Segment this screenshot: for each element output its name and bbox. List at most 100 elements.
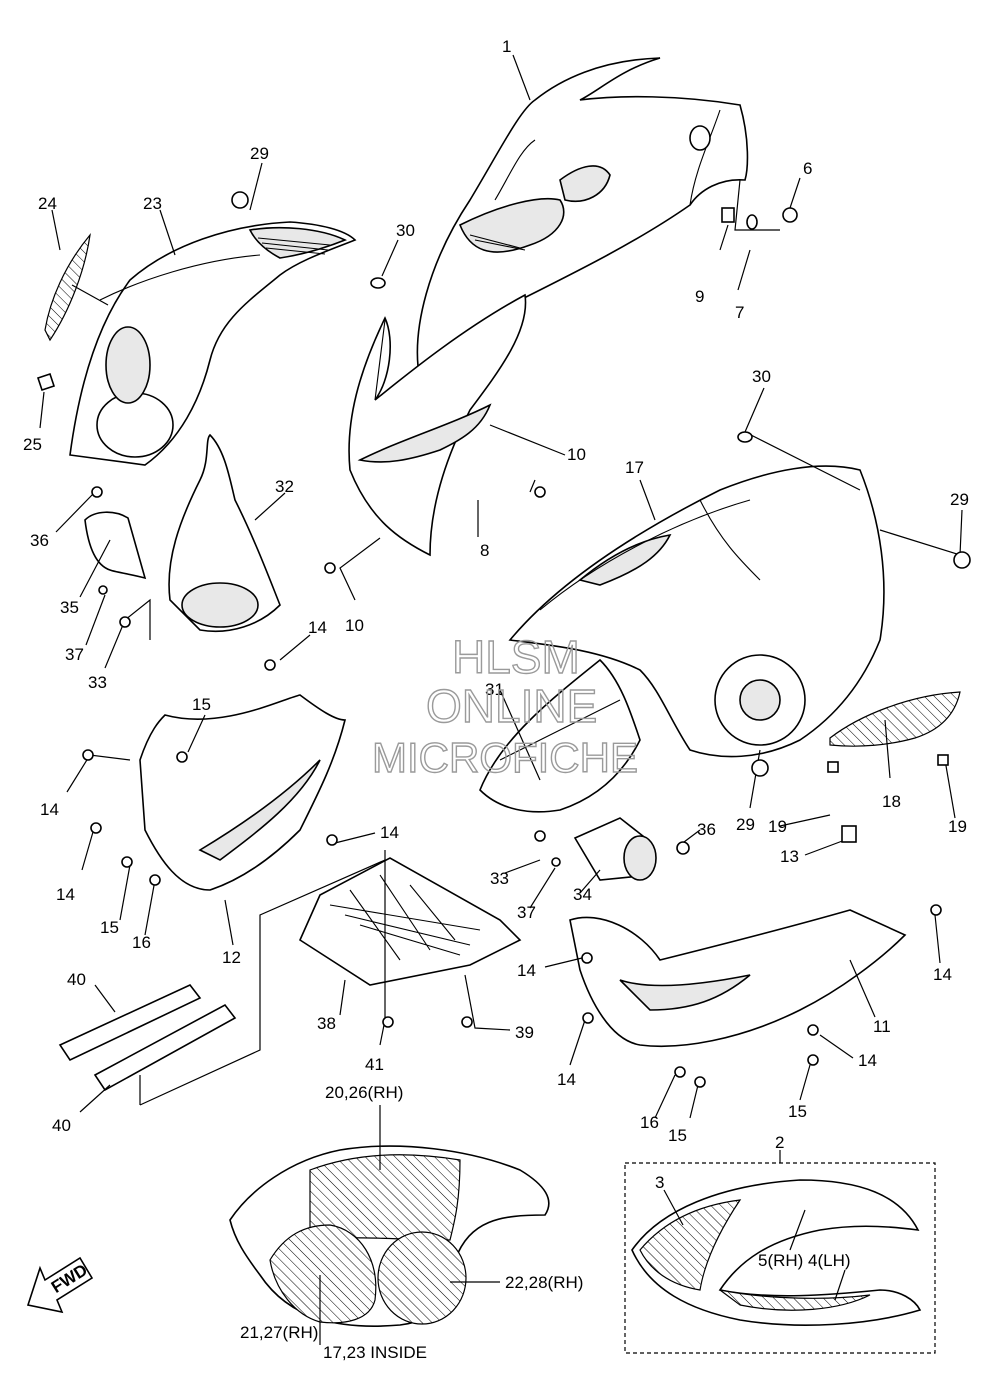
duct-34 bbox=[573, 817, 657, 881]
label-1: 1 bbox=[502, 37, 511, 56]
label-31: 31 bbox=[485, 680, 504, 699]
clip-25 bbox=[36, 372, 56, 392]
label-36b: 36 bbox=[697, 820, 716, 839]
inner-bracket-32 bbox=[168, 433, 281, 633]
label-3: 3 bbox=[655, 1173, 664, 1192]
label-17: 17 bbox=[625, 458, 644, 477]
screw-36b-icon bbox=[676, 841, 690, 855]
label-19a: 19 bbox=[768, 817, 787, 836]
label-14g: 14 bbox=[858, 1051, 877, 1070]
label-36a: 36 bbox=[30, 531, 49, 550]
label-7: 7 bbox=[735, 303, 744, 322]
label-12: 12 bbox=[222, 948, 241, 967]
label-16a: 16 bbox=[132, 933, 151, 952]
label-23: 23 bbox=[143, 194, 162, 213]
bolt-33-icon bbox=[119, 616, 131, 628]
screw-10b-icon bbox=[324, 562, 336, 574]
right-grille-part bbox=[829, 691, 961, 747]
label-15b: 15 bbox=[100, 918, 119, 937]
label-30b: 30 bbox=[752, 367, 771, 386]
bolt-15-icon bbox=[176, 751, 188, 763]
label-14e: 14 bbox=[517, 961, 536, 980]
clip-14b-icon bbox=[82, 749, 94, 761]
clip-14-icon bbox=[264, 659, 276, 671]
clip-14d-icon bbox=[326, 834, 338, 846]
bolt-15b-icon bbox=[121, 856, 133, 868]
label-14b: 14 bbox=[40, 800, 59, 819]
bracket-31 bbox=[479, 658, 641, 813]
screw-10-icon bbox=[534, 486, 546, 498]
label-10a: 10 bbox=[567, 445, 586, 464]
clip-14f-icon bbox=[582, 1012, 594, 1024]
left-cowling-part bbox=[69, 221, 357, 466]
bolt-15c-icon bbox=[807, 1054, 819, 1066]
label-41: 41 bbox=[365, 1055, 384, 1074]
clip-14e-icon bbox=[581, 952, 593, 964]
clip-16-icon bbox=[149, 874, 161, 886]
washer-30b-icon bbox=[737, 431, 753, 443]
rail-40-a bbox=[58, 984, 202, 1062]
bolt-6-icon bbox=[782, 207, 798, 223]
label-inside-note: 17,23 INSIDE bbox=[323, 1343, 427, 1362]
watermark-line-1: HLSM bbox=[452, 631, 580, 683]
label-39: 39 bbox=[515, 1023, 534, 1042]
label-25: 25 bbox=[23, 435, 42, 454]
label-40b: 40 bbox=[52, 1116, 71, 1135]
screw-36-icon bbox=[91, 486, 103, 498]
fastener-icons bbox=[82, 191, 971, 1088]
label-10b: 10 bbox=[345, 616, 364, 635]
clip-14c-icon bbox=[90, 822, 102, 834]
label-15d: 15 bbox=[668, 1126, 687, 1145]
label-5-rh: 5(RH) bbox=[758, 1251, 803, 1270]
bolt-29c-icon bbox=[751, 759, 769, 777]
label-33a: 33 bbox=[88, 673, 107, 692]
screw-37-icon bbox=[98, 585, 108, 595]
label-13: 13 bbox=[780, 847, 799, 866]
bolt-29b-icon bbox=[953, 551, 971, 569]
nut-9-icon bbox=[721, 207, 735, 223]
clip-14h-icon bbox=[930, 904, 942, 916]
label-33b: 33 bbox=[490, 869, 509, 888]
label-30a: 30 bbox=[396, 221, 415, 240]
label-24: 24 bbox=[38, 194, 57, 213]
label-9: 9 bbox=[695, 287, 704, 306]
label-14c: 14 bbox=[56, 885, 75, 904]
nut-13-icon bbox=[841, 825, 857, 843]
bolt-33b-icon bbox=[534, 830, 546, 842]
under-cowl-left-12 bbox=[139, 694, 347, 891]
watermark: HLSM ONLINE MICROFICHE bbox=[371, 630, 638, 781]
rail-40-b bbox=[93, 1003, 237, 1092]
label-21-27-rh: 21,27(RH) bbox=[240, 1323, 318, 1342]
label-32: 32 bbox=[275, 477, 294, 496]
label-14h: 14 bbox=[933, 965, 952, 984]
label-4-lh: 4(LH) bbox=[808, 1251, 851, 1270]
label-38: 38 bbox=[317, 1014, 336, 1033]
watermark-line-2: ONLINE bbox=[426, 680, 597, 732]
label-16b: 16 bbox=[640, 1113, 659, 1132]
leader-lines bbox=[39, 54, 963, 1345]
stay-35 bbox=[84, 511, 147, 580]
label-15c: 15 bbox=[788, 1102, 807, 1121]
label-6: 6 bbox=[803, 159, 812, 178]
label-29c: 29 bbox=[736, 815, 755, 834]
washer-7-icon bbox=[746, 214, 758, 230]
label-18: 18 bbox=[882, 792, 901, 811]
label-37a: 37 bbox=[65, 645, 84, 664]
screw-37b-icon bbox=[551, 857, 561, 867]
front-cowling-part bbox=[416, 57, 749, 387]
label-15a: 15 bbox=[192, 695, 211, 714]
clip-14g-icon bbox=[807, 1024, 819, 1036]
label-8: 8 bbox=[480, 541, 489, 560]
fwd-arrow-icon: FWD bbox=[26, 1256, 94, 1314]
under-cowl-right-11 bbox=[569, 909, 907, 1048]
left-grille-part bbox=[44, 232, 109, 342]
label-34: 34 bbox=[573, 885, 592, 904]
bolt-29-icon bbox=[231, 191, 249, 209]
label-35: 35 bbox=[60, 598, 79, 617]
clip-16b-icon bbox=[674, 1066, 686, 1078]
label-11: 11 bbox=[873, 1017, 891, 1036]
part-labels: 1 2 3 4(LH) 5(RH) 6 7 9 8 10 10 11 12 13… bbox=[23, 37, 969, 1362]
label-37b: 37 bbox=[517, 903, 536, 922]
center-lower-panel-part bbox=[348, 293, 527, 557]
